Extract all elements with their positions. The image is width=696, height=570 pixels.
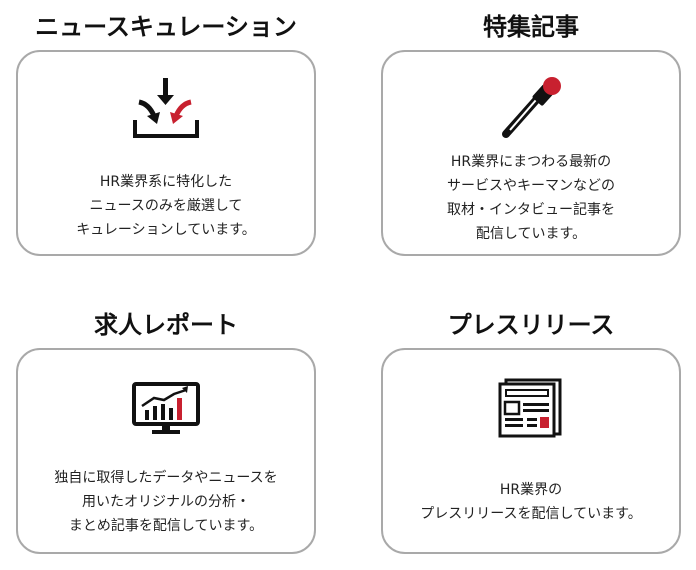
section-title: 特集記事 [483,13,579,41]
description-line: HR業界にまつわる最新の [450,154,612,170]
description-line: キュレーションしています。 [76,222,256,238]
microphone-icon [502,77,561,138]
section-feature-articles: 特集記事 HR業界にまつわる最新の サービスやキーマンなどの 取材・インタビュー… [381,8,681,256]
description-line: ニュースのみを厳選して [89,198,243,214]
section-job-report: 求人レポート 独自に取得したデータやニュースを 用いたオリジナルの分析・ まとめ… [16,306,316,554]
description-line: まとめ記事を配信しています。 [68,518,264,534]
feature-card: HR業界にまつわる最新の サービスやキーマンなどの 取材・インタビュー記事を 配… [381,50,681,256]
download-tray-icon [133,78,199,138]
description-line: サービスやキーマンなどの [447,178,615,194]
description-line: 用いたオリジナルの分析・ [82,494,250,510]
section-title: プレスリリース [447,311,615,339]
feature-card: HR業界の プレスリリースを配信しています。 [381,348,681,554]
section-title: ニュースキュレーション [35,13,297,41]
description-line: HR業界系に特化した [99,174,233,190]
section-press-release: プレスリリース HR業界の プレスリリースを配信しています。 [381,306,681,554]
feature-card: 独自に取得したデータやニュースを 用いたオリジナルの分析・ まとめ記事を配信して… [16,348,316,554]
description-line: 取材・インタビュー記事を [447,202,615,218]
newspaper-icon [498,378,562,438]
monitor-chart-icon [132,382,200,434]
description-line: HR業界の [499,482,563,498]
section-title: 求人レポート [94,311,238,339]
feature-card: HR業界系に特化した ニュースのみを厳選して キュレーションしています。 [16,50,316,256]
section-news-curation: ニュースキュレーション HR業界系に特化した ニュースのみを厳選して キュレーシ… [16,8,316,256]
description-line: 配信しています。 [475,226,587,242]
description-line: プレスリリースを配信しています。 [420,506,642,522]
description-line: 独自に取得したデータやニュースを [54,470,278,486]
